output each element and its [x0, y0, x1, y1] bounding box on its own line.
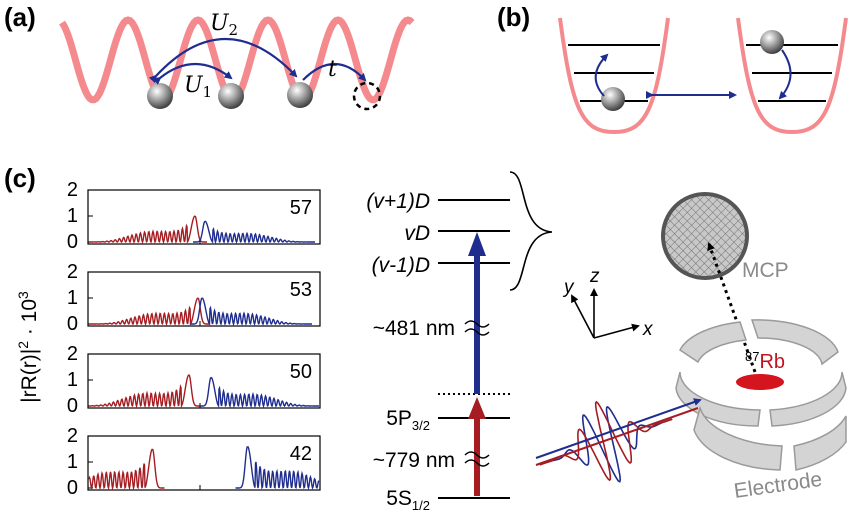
- coordinate-axes: [571, 288, 640, 339]
- rb-atom-cloud: [736, 374, 784, 390]
- atom-1: [147, 83, 173, 109]
- levels-right: [746, 44, 838, 102]
- laser-pulse: [539, 400, 673, 483]
- y-tick-label: 0: [67, 395, 78, 417]
- t-label: t: [328, 57, 337, 82]
- level-label-v: vD: [404, 222, 430, 245]
- rb-label: 87Rb: [745, 349, 785, 373]
- transition-arrow-right: [778, 49, 792, 100]
- axis-break-481: [464, 320, 490, 336]
- level-label-v-minus-1: (v-1)D: [372, 254, 430, 277]
- plot-frame: [87, 435, 321, 491]
- level-label-v-plus-1: (v+1)D: [366, 190, 430, 213]
- transition-arrow-left: [594, 53, 609, 97]
- atom-2: [218, 83, 244, 109]
- wavefunction-blue: [210, 376, 319, 409]
- u2-arrow: [148, 37, 298, 84]
- empty-site: [352, 81, 382, 111]
- u1-label: U1: [184, 73, 212, 101]
- plots-y-axis-label: |rR(r)|2 · 103: [15, 291, 41, 403]
- ion-path: [707, 242, 757, 373]
- axis-z-label: z: [589, 266, 600, 287]
- axis-break-779: [464, 451, 490, 467]
- wavefunction-red: [89, 215, 196, 245]
- level-envelope: [509, 171, 553, 291]
- atom-right-well: [760, 30, 784, 54]
- wavefunction-red: [88, 448, 153, 491]
- panel-label-b: (b): [497, 2, 530, 32]
- axis-y-label: y: [562, 277, 575, 298]
- wavefunction-blue: [247, 445, 320, 490]
- panel-label-a: (a): [4, 2, 36, 32]
- y-tick-label: 2: [67, 261, 78, 283]
- beam-blue: [535, 398, 702, 459]
- blue-arrowhead: [468, 232, 486, 256]
- wavefunction-red-tail: [188, 374, 201, 407]
- red-arrowhead: [468, 397, 486, 419]
- wavelength-779: ~779 nm: [373, 449, 455, 472]
- wavelength-481: ~481 nm: [373, 317, 455, 340]
- panel-label-c: (c): [4, 163, 36, 193]
- y-tick-label: 2: [67, 343, 78, 365]
- y-tick-label: 1: [67, 451, 78, 473]
- wavefunction-red-tail: [151, 448, 165, 489]
- y-tick-label: 1: [67, 205, 78, 227]
- electrode-label: Electrode: [732, 468, 823, 503]
- pulse-oscillation: [539, 405, 673, 483]
- beam-red: [535, 407, 699, 466]
- hopping-arrow: [302, 63, 367, 82]
- electrode-assembly: [675, 319, 847, 471]
- atom-left-well: [601, 87, 625, 111]
- y-tick-label: 1: [67, 369, 78, 391]
- y-tick-label: 2: [67, 179, 78, 201]
- u2-label: U2: [210, 11, 238, 39]
- wavefunction-red: [89, 297, 199, 327]
- y-tick-label: 1: [67, 287, 78, 309]
- well-right: [736, 17, 848, 135]
- wavefunction-blue: [204, 220, 315, 245]
- level-label-5s12: 5S1/2: [386, 487, 430, 513]
- y-tick-label: 0: [67, 231, 78, 253]
- axis-x-label: x: [642, 319, 654, 340]
- principal-quantum-number: 57: [290, 197, 312, 219]
- principal-quantum-number: 53: [290, 279, 312, 301]
- y-tick-label: 0: [67, 477, 78, 499]
- wavefunction-blue-tail: [193, 220, 206, 243]
- y-tick-label: 0: [67, 313, 78, 335]
- wavefunction-blue-tail: [235, 446, 249, 489]
- y-tick-label: 2: [67, 425, 78, 447]
- plot-frame: [87, 271, 321, 327]
- level-label-5p32: 5P3/2: [386, 407, 430, 433]
- mcp-detector: [661, 192, 749, 280]
- wavefunction-red-tail: [194, 215, 207, 243]
- wavefunction-blue: [201, 297, 312, 327]
- mcp-label: MCP: [742, 259, 789, 282]
- atom-3: [287, 82, 313, 108]
- principal-quantum-number: 50: [290, 361, 312, 383]
- plot-frame: [87, 353, 321, 409]
- wavefunction-blue-tail: [190, 297, 203, 325]
- wavefunction-red: [88, 374, 190, 409]
- principal-quantum-number: 42: [290, 443, 312, 465]
- well-left: [558, 17, 670, 135]
- wavefunction-blue-tail: [199, 376, 212, 407]
- plot-frame: [87, 189, 321, 245]
- radial-wavefunction-plots: 2 1 0 57 2 1 0 53 2 1 0 50 2 1 0 42: [67, 179, 321, 499]
